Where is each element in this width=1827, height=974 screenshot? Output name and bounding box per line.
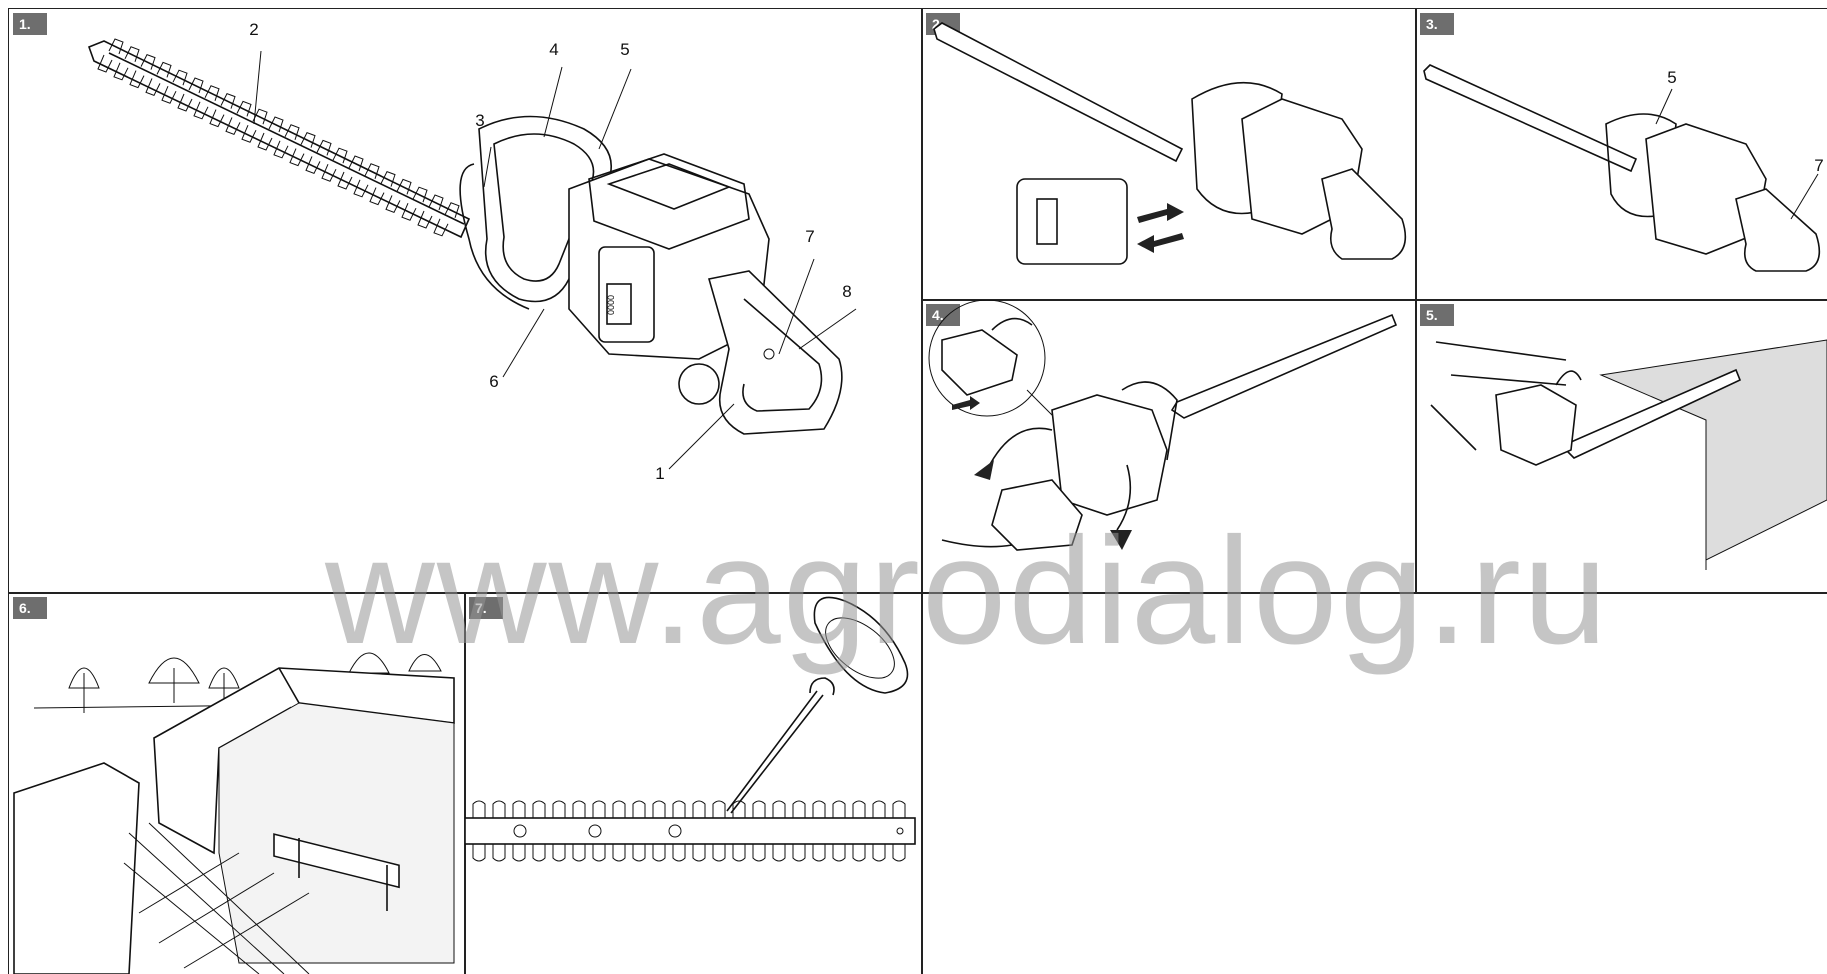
panel-3-handle-detail: 3. 5 7 bbox=[1416, 9, 1827, 299]
callout-5: 5 bbox=[1667, 68, 1677, 87]
blade-bar bbox=[87, 40, 471, 239]
callout-6: 6 bbox=[489, 372, 499, 391]
panel-2-battery-insert: 2. bbox=[922, 9, 1415, 299]
callout-3: 3 bbox=[475, 111, 485, 130]
callout-5: 5 bbox=[620, 40, 630, 59]
manual-figure-frame bbox=[8, 8, 1827, 974]
panel-label: 5. bbox=[1420, 304, 1454, 326]
hedge-trimmer-drawing: 0000 bbox=[87, 38, 857, 470]
panel-label: 6. bbox=[13, 597, 47, 619]
callout-7: 7 bbox=[1814, 156, 1824, 175]
battery-insert-drawing bbox=[933, 22, 1407, 265]
panel-1-overview: 1. 0000 1 2 3 4 5 6 7 bbox=[9, 9, 921, 592]
panel-label: 4. bbox=[926, 304, 960, 326]
hedge-shape-drawing bbox=[13, 652, 455, 974]
display-digits: 0000 bbox=[606, 295, 616, 315]
divider bbox=[921, 299, 1827, 301]
handle-detail-drawing bbox=[1423, 64, 1821, 272]
callout-2: 2 bbox=[249, 20, 259, 39]
oil-blade-drawing bbox=[465, 596, 916, 862]
panel-5-trimming-top: 5. bbox=[1416, 300, 1827, 592]
panel-6-hedge-shape: 6. bbox=[9, 593, 464, 974]
panel-7-oil-blade: 7. bbox=[465, 593, 921, 974]
callout-1: 1 bbox=[655, 464, 665, 483]
divider bbox=[464, 592, 466, 974]
rotate-handle-drawing bbox=[928, 300, 1398, 551]
trimming-top-drawing bbox=[1430, 339, 1827, 570]
panel-label: 3. bbox=[1420, 13, 1454, 35]
callout-8: 8 bbox=[842, 282, 852, 301]
divider bbox=[8, 592, 1827, 594]
panel-4-rotate-handle: 4. bbox=[922, 300, 1415, 592]
panel-label: 7. bbox=[469, 597, 503, 619]
callout-7: 7 bbox=[805, 227, 815, 246]
divider bbox=[921, 8, 923, 974]
callout-4: 4 bbox=[549, 40, 559, 59]
panel-label: 1. bbox=[13, 13, 47, 35]
